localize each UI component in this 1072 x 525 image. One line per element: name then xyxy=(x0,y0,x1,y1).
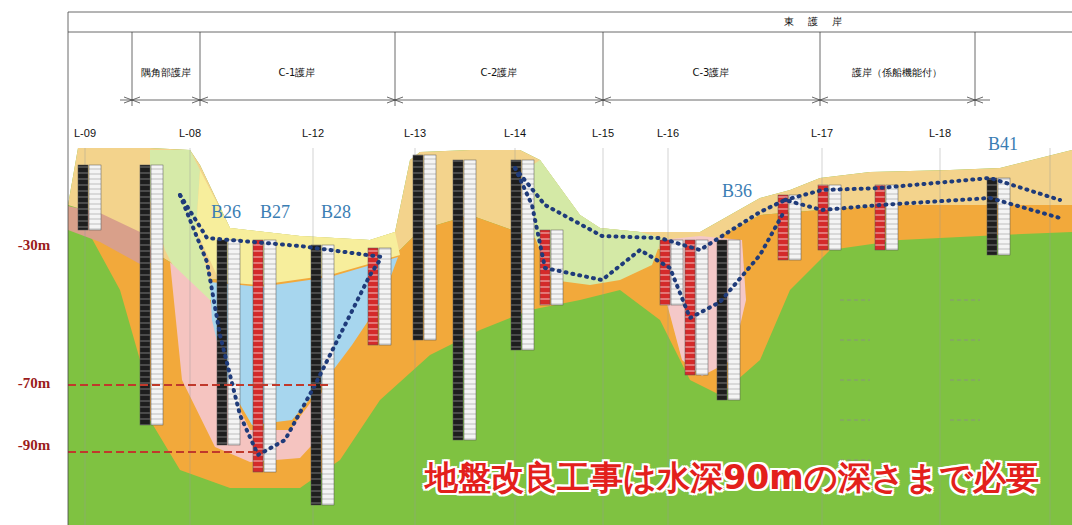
table-rule xyxy=(68,12,69,525)
borehole-line-label: L-09 xyxy=(74,127,96,139)
dimension-arrow xyxy=(192,97,208,103)
borehole-column xyxy=(413,155,423,340)
depth-tick xyxy=(840,420,870,421)
boring-log xyxy=(424,155,436,340)
section-divider xyxy=(395,32,396,106)
bedrock-layer xyxy=(68,148,1072,525)
boundary-line xyxy=(515,168,785,318)
borehole-line-label: L-16 xyxy=(657,127,679,139)
depth-ticks xyxy=(840,300,980,460)
boring-log xyxy=(886,185,898,250)
boring-log xyxy=(551,230,563,305)
section-divider xyxy=(132,32,133,106)
header-table xyxy=(68,12,1072,525)
table-rule xyxy=(68,32,1072,33)
borehole-column xyxy=(253,240,263,472)
dimension-arrow xyxy=(387,97,403,103)
section-divider xyxy=(603,32,604,106)
dimension-line xyxy=(120,100,990,101)
dimension-arrow xyxy=(812,97,828,103)
note-text: 地盤改良工事は水深90mの深さまで必要 xyxy=(425,460,1038,496)
improvement-boundary xyxy=(180,168,1060,455)
boring-log xyxy=(728,240,740,400)
boring-log xyxy=(998,178,1010,255)
boring-log xyxy=(464,160,476,440)
boundary-line xyxy=(180,195,382,257)
depth-tick xyxy=(840,300,870,301)
borehole-id: B27 xyxy=(260,203,290,223)
depth-tick xyxy=(950,420,980,421)
borehole-line-label: L-15 xyxy=(592,127,614,139)
table-rule xyxy=(68,12,1072,13)
borehole-id: B41 xyxy=(988,135,1018,155)
depth-marker-lines xyxy=(68,385,330,452)
section-name: C-1護岸 xyxy=(279,67,316,78)
boring-log xyxy=(89,165,101,230)
borehole-column xyxy=(453,160,463,440)
depth-tick xyxy=(840,340,870,341)
dimension-arrow xyxy=(967,97,983,103)
dimension-arrow xyxy=(124,97,140,103)
depth-tick xyxy=(950,300,980,301)
section-name: 隅角部護岸 xyxy=(141,67,191,78)
depth-tick xyxy=(950,340,980,341)
depth-label: -70m xyxy=(18,375,51,392)
grid-line xyxy=(190,148,191,525)
depth-tick xyxy=(950,380,980,381)
section-name: C-2護岸 xyxy=(481,67,518,78)
depth-label: -90m xyxy=(18,437,51,454)
boring-log xyxy=(228,240,240,445)
dimension-arrow xyxy=(595,97,611,103)
borehole-line-label: L-18 xyxy=(929,127,951,139)
boring-log xyxy=(379,248,391,345)
section-divider xyxy=(200,32,201,106)
depth-line xyxy=(68,451,262,453)
boring-log xyxy=(322,245,334,505)
borehole-column xyxy=(818,185,828,250)
borehole-column xyxy=(778,195,788,260)
borehole-line-label: L-08 xyxy=(179,127,201,139)
borehole-line-label: L-13 xyxy=(404,127,426,139)
borehole-line-label: L-17 xyxy=(811,127,833,139)
borehole-column xyxy=(717,240,727,400)
boring-log xyxy=(829,185,841,250)
boundary-line xyxy=(180,195,382,455)
section-divider xyxy=(975,32,976,106)
borehole-column xyxy=(660,240,670,305)
borehole-column xyxy=(78,165,88,230)
borehole-column xyxy=(875,185,885,250)
borehole-line-label: L-12 xyxy=(302,127,324,139)
borehole-column xyxy=(987,178,997,255)
borehole-column xyxy=(511,160,521,350)
borehole-id: B28 xyxy=(321,203,351,223)
section-name: 護岸（係船機能付） xyxy=(852,67,942,78)
depth-label: -30m xyxy=(18,237,51,254)
boundary-line xyxy=(785,178,1060,200)
boundary-line xyxy=(515,168,1060,250)
header-title: 東護岸 xyxy=(784,16,856,27)
borehole-line-label: L-14 xyxy=(504,127,526,139)
borehole-id: B26 xyxy=(211,203,241,223)
depth-tick xyxy=(840,380,870,381)
grid-line xyxy=(1050,148,1051,525)
depth-line xyxy=(68,384,330,386)
boring-log xyxy=(264,240,276,472)
section-divider xyxy=(820,32,821,106)
section-name: C-3護岸 xyxy=(693,67,730,78)
boring-log xyxy=(696,240,708,375)
borehole-id: B36 xyxy=(722,182,752,202)
